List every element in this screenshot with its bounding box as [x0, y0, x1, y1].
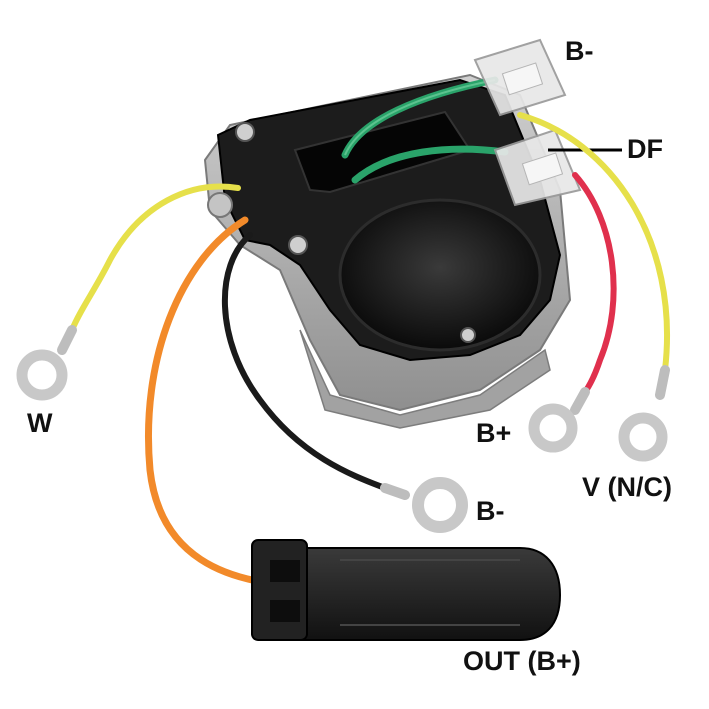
ring-terminal-v: [618, 412, 668, 462]
ring-terminal-b-minus: [412, 477, 468, 533]
out-connector-collar: [251, 539, 308, 641]
ring-terminal-b-plus: [528, 403, 578, 453]
wire-yellow-v: [517, 112, 670, 373]
green-wire-lower: [351, 145, 509, 184]
label-w: W: [27, 408, 53, 438]
out-connector-body: [261, 547, 562, 641]
wire-red-b-plus: [572, 172, 617, 395]
wire-orange-out: [144, 216, 289, 589]
label-b-minus-top: B-: [565, 36, 594, 66]
ring-terminal-w: [16, 349, 68, 401]
wire-black-b-minus: [221, 232, 388, 491]
label-df: DF: [627, 134, 663, 164]
screw-hole-left: [235, 122, 255, 142]
screw-hole-middle: [288, 235, 308, 255]
gasket-window: [293, 110, 472, 194]
label-b-plus: B+: [476, 418, 512, 448]
screw-hole-right: [460, 327, 476, 343]
round-opening: [338, 198, 542, 352]
wire-yellow-w: [69, 183, 241, 333]
housing-lip: [299, 329, 551, 429]
mount-boss-left: [207, 192, 233, 218]
label-out-b-plus: OUT (B+): [463, 646, 581, 676]
label-b-minus-bottom: B-: [476, 496, 505, 526]
label-v-nc: V (N/C): [582, 472, 672, 502]
